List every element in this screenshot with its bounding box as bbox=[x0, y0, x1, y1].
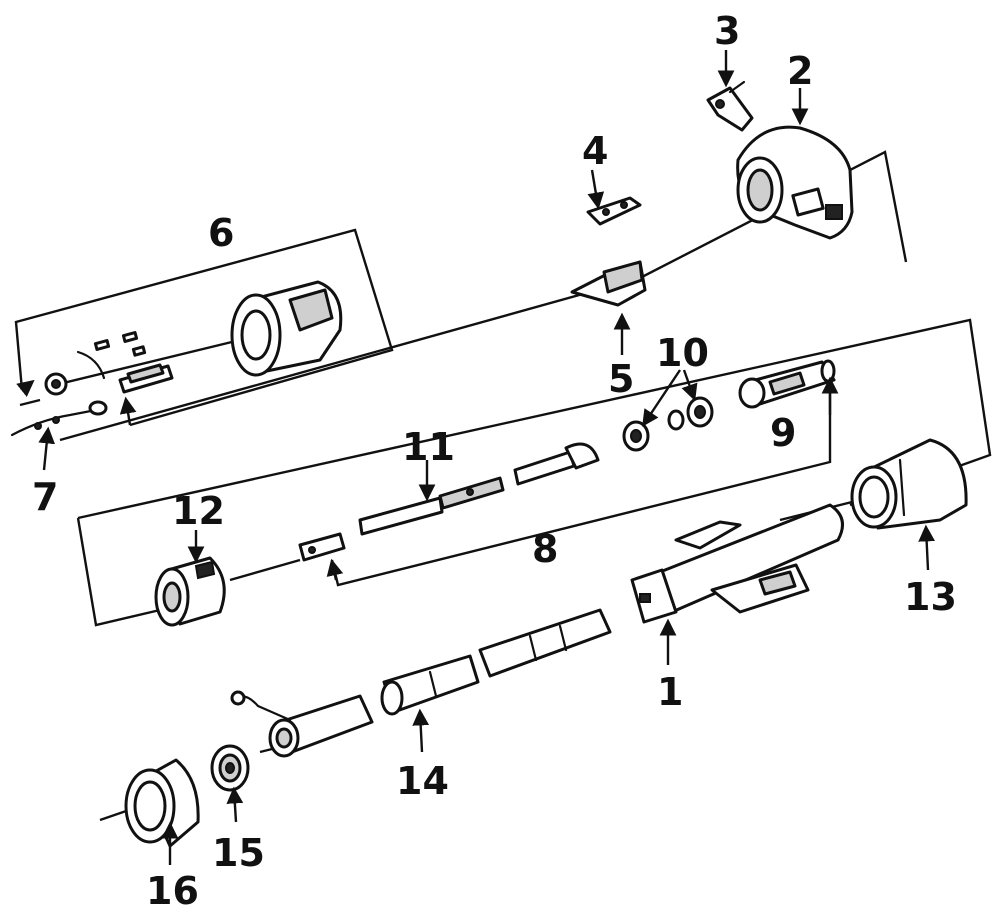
callout-9: 9 bbox=[770, 411, 796, 455]
callout-6: 6 bbox=[208, 211, 234, 255]
callout-2: 2 bbox=[787, 49, 813, 93]
part-6-lock-housing bbox=[230, 280, 343, 377]
part-5-switch bbox=[570, 260, 647, 307]
callout-16: 16 bbox=[146, 869, 199, 911]
part-12-bearing bbox=[154, 556, 226, 627]
callout-labels: 1 2 3 4 5 6 7 8 9 10 11 12 13 14 15 16 bbox=[32, 9, 957, 911]
part-10-gears bbox=[622, 396, 714, 452]
callout-8: 8 bbox=[532, 527, 558, 571]
part-3-latch bbox=[706, 80, 754, 132]
part-16-cup bbox=[124, 758, 200, 848]
callout-15: 15 bbox=[212, 831, 265, 875]
group-6-bracket bbox=[14, 228, 394, 427]
part-7-rod bbox=[10, 400, 108, 437]
part-13-cover bbox=[850, 438, 968, 530]
part-4-plate bbox=[586, 196, 642, 226]
middle-group-outline-left bbox=[76, 517, 161, 627]
callout-5: 5 bbox=[608, 357, 634, 401]
callout-4: 4 bbox=[582, 129, 608, 173]
part-lower-tube bbox=[230, 690, 374, 758]
callout-11: 11 bbox=[402, 425, 455, 469]
part-8-fitting bbox=[298, 532, 346, 562]
part-15-bearing-ring bbox=[210, 744, 250, 792]
callout-12: 12 bbox=[172, 489, 225, 533]
part-11-inner-shaft bbox=[358, 442, 600, 536]
callout-10: 10 bbox=[656, 331, 709, 375]
axis-line-12 bbox=[229, 558, 301, 582]
part-1-jacket bbox=[630, 503, 844, 624]
callout-7: 7 bbox=[32, 475, 58, 519]
callout-14: 14 bbox=[396, 759, 449, 803]
callout-1: 1 bbox=[657, 670, 683, 714]
part-2-housing bbox=[736, 125, 854, 240]
callout-13: 13 bbox=[904, 575, 957, 619]
callout-3: 3 bbox=[714, 9, 740, 53]
part-14-lower-shaft bbox=[380, 608, 612, 716]
axis-line-6 bbox=[54, 338, 241, 387]
group-6-small-parts bbox=[44, 331, 174, 396]
axis-line-7 bbox=[19, 398, 41, 407]
leader-arrows bbox=[16, 50, 936, 865]
